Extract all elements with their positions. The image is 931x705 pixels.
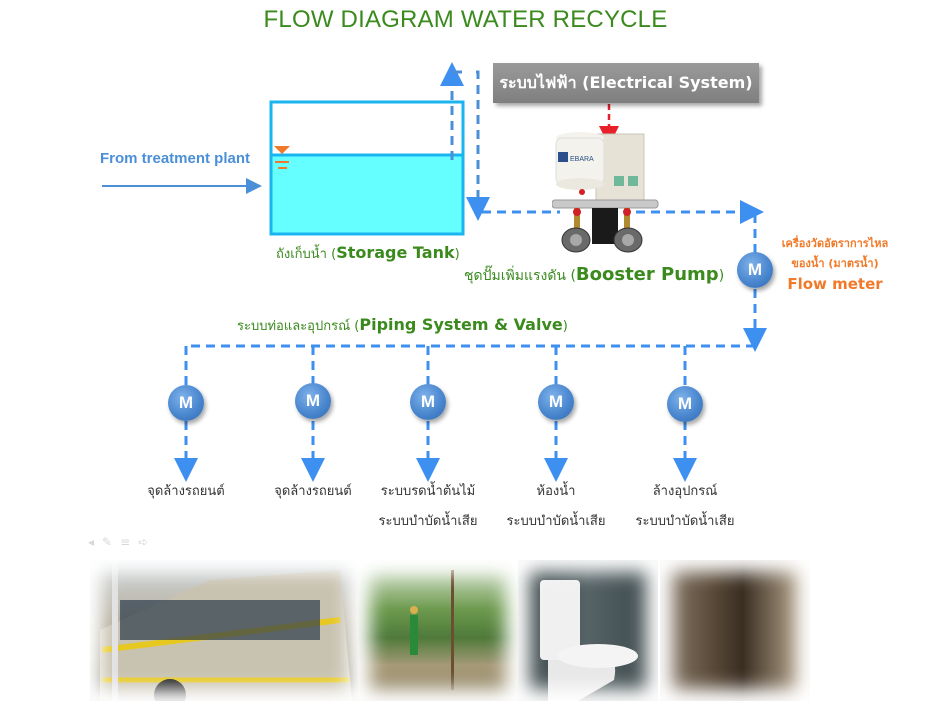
destination-line-1: ล้างอุปกรณ์ — [652, 484, 718, 499]
storage-tank-label-en: Storage Tank — [336, 243, 455, 262]
previous-icon[interactable]: ◂ — [88, 535, 103, 549]
water-level-marker-icon — [274, 146, 290, 154]
destination-line-1: ห้องน้ำ — [536, 484, 576, 499]
bus-icon — [100, 560, 352, 705]
destination-label: จุดล้างรถยนต์ — [243, 477, 383, 507]
photo-wastewater-equipment — [660, 560, 810, 701]
storage-tank-label-thai: ถังเก็บน้ำ ( — [276, 247, 337, 262]
booster-pump-label-en: Booster Pump — [575, 264, 719, 285]
branch-flow-meter: M — [667, 386, 703, 422]
destination-line-1: จุดล้างรถยนต์ — [274, 484, 352, 499]
branch-flow-meter: M — [295, 383, 331, 419]
diagram-title: FLOW DIAGRAM WATER RECYCLE — [263, 6, 668, 33]
photo-toilet — [518, 560, 658, 701]
destination-label: ห้องน้ำระบบบำบัดน้ำเสีย — [486, 477, 626, 537]
photo-garden-watering — [358, 560, 518, 701]
booster-pump-label: ชุดปั๊มเพิ่มแรงดัน (Booster Pump) — [464, 264, 724, 287]
destination-line-1: ระบบรดน้ำต้นไม้ — [380, 484, 476, 499]
main-flow-meter: M — [737, 252, 773, 288]
destination-line-1: จุดล้างรถยนต์ — [147, 484, 225, 499]
person-watering-icon — [410, 570, 454, 690]
branch-flow-meter: M — [410, 384, 446, 420]
slideshow-toolbar[interactable]: ◂✎≡➪ — [88, 535, 156, 549]
flow-meter-label-en: Flow meter — [787, 275, 883, 293]
label-paren: ) — [454, 247, 460, 262]
piping-system-label: ระบบท่อและอุปกรณ์ (Piping System & Valve… — [237, 315, 568, 336]
usage-photos — [90, 560, 810, 705]
photo-bus-washing — [90, 560, 360, 705]
destination-line-2: ระบบบำบัดน้ำเสีย — [506, 514, 606, 529]
destination-line-2: ระบบบำบัดน้ำเสีย — [635, 514, 735, 529]
flow-meter-label: เครื่องวัดอัตราการไหล ของน้ำ (มาตรน้ำ) F… — [770, 234, 900, 294]
storage-tank-label: ถังเก็บน้ำ (Storage Tank) — [276, 243, 460, 264]
branch-flow-meter: M — [168, 385, 204, 421]
label-paren: ) — [562, 319, 568, 334]
flow-meter-label-thai-2: ของน้ำ (มาตรน้ำ) — [791, 257, 879, 270]
flow-meter-label-thai-1: เครื่องวัดอัตราการไหล — [781, 237, 889, 250]
next-icon[interactable]: ➪ — [138, 535, 157, 549]
suction-pipe-down — [466, 70, 490, 221]
booster-pump-label-thai: ชุดปั๊มเพิ่มแรงดัน ( — [464, 268, 576, 284]
destination-label: ล้างอุปกรณ์ระบบบำบัดน้ำเสีย — [615, 477, 755, 537]
toilet-icon — [540, 580, 638, 701]
electrical-system-box: ระบบไฟฟ้า (Electrical System) — [493, 63, 759, 103]
source-label: From treatment plant — [100, 150, 251, 167]
destination-line-2: ระบบบำบัดน้ำเสีย — [378, 514, 478, 529]
menu-icon[interactable]: ≡ — [120, 535, 139, 549]
label-paren: ) — [718, 268, 725, 284]
storage-tank — [269, 100, 465, 236]
piping-label-thai: ระบบท่อและอุปกรณ์ ( — [237, 319, 360, 334]
booster-pump-image: EBARA — [552, 132, 659, 253]
pen-icon[interactable]: ✎ — [102, 535, 121, 549]
destination-label: จุดล้างรถยนต์ — [116, 477, 256, 507]
branch-flow-meter: M — [538, 384, 574, 420]
pump-brand: EBARA — [570, 156, 594, 163]
destination-label: ระบบรดน้ำต้นไม้ระบบบำบัดน้ำเสีย — [358, 477, 498, 537]
piping-label-en: Piping System & Valve — [359, 315, 563, 334]
tank-water — [271, 155, 463, 234]
